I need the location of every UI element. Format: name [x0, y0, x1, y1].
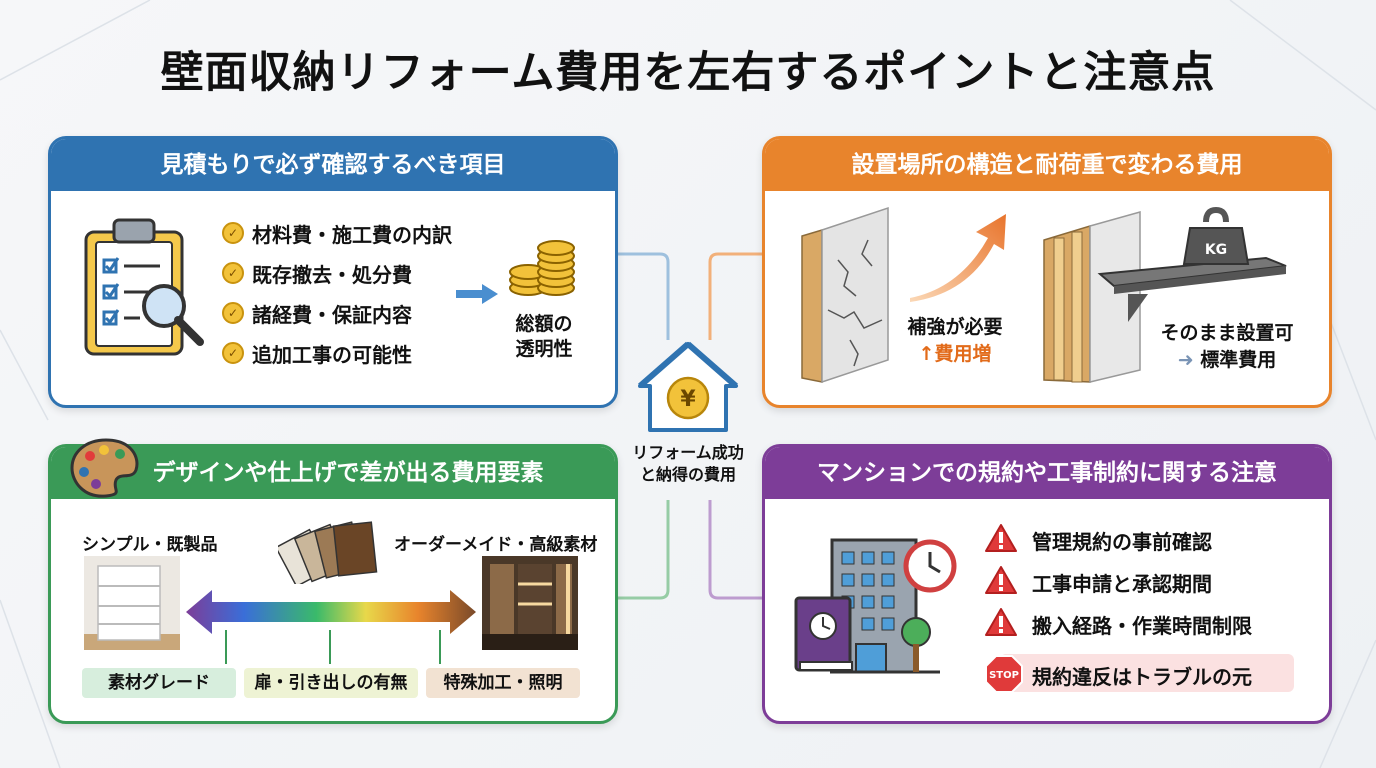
simple-shelf-icon	[84, 556, 180, 650]
weight-label: KG	[1205, 242, 1227, 258]
palette-icon	[70, 438, 139, 498]
estimate-item: 諸経費・保証内容	[252, 303, 412, 327]
cost-range-arrow-icon	[186, 590, 476, 634]
coins-icon	[509, 240, 575, 296]
no-reinforcement-label: そのまま設置可 ➜ 標準費用	[1132, 320, 1322, 374]
warning-icon	[985, 566, 1017, 594]
reinforcement-label: 補強が必要 ↑費用増	[892, 314, 1018, 368]
design-tag: 扉・引き出しの有無	[244, 668, 418, 698]
mansion-item: 搬入経路・作業時間制限	[1032, 614, 1252, 638]
no-reinforcement-line1: そのまま設置可	[1160, 322, 1294, 344]
warning-icon	[985, 608, 1017, 636]
design-panel-header: デザインや仕上げで差が出る費用要素	[51, 447, 615, 499]
transparency-line1: 総額の	[515, 313, 573, 335]
estimate-item: 材料費・施工費の内訳	[252, 223, 452, 247]
check-icon: ✓	[222, 262, 244, 284]
design-tag: 素材グレード	[82, 668, 236, 698]
transparency-line2: 透明性	[515, 338, 573, 360]
cost-increase-text: 費用増	[934, 343, 992, 365]
book-icon	[794, 596, 853, 672]
transparency-label: 総額の 透明性	[498, 312, 590, 362]
wood-samples-icon	[278, 521, 378, 584]
standard-cost-label: ➜ 標準費用	[1132, 347, 1322, 374]
custom-label: オーダーメイド・高級素材	[394, 535, 598, 555]
mansion-item: 工事申請と承認期間	[1032, 572, 1212, 596]
page-title: 壁面収納リフォーム費用を左右するポイントと注意点	[160, 48, 1216, 98]
check-icon: ✓	[222, 222, 244, 244]
mansion-panel-header: マンションでの規約や工事制約に関する注意	[765, 447, 1329, 499]
clipboard-icon	[84, 218, 204, 356]
stop-sign-icon: STOP	[985, 655, 1023, 693]
center-label-line1: リフォーム成功	[632, 443, 744, 462]
stop-warning-box	[1000, 654, 1294, 692]
cost-increase-label: ↑費用増	[892, 341, 1018, 368]
building-icon	[794, 538, 957, 674]
house-yen-icon: ¥	[638, 341, 738, 432]
warning-icon	[985, 524, 1017, 552]
center-label-line2: と納得の費用	[639, 465, 736, 484]
estimate-item: 既存撤去・処分費	[252, 263, 412, 287]
estimate-item: 追加工事の可能性	[252, 343, 412, 367]
solid-wall-shelf-icon: KG	[1043, 206, 1287, 383]
right-arrow-icon: ➜	[1177, 349, 1194, 371]
cracked-wall-icon	[801, 206, 889, 384]
mansion-item: 管理規約の事前確認	[1032, 530, 1212, 554]
reinforcement-line1: 補強が必要	[907, 316, 1003, 338]
estimate-panel-header: 見積もりで必ず確認するべき項目	[51, 139, 615, 191]
stop-sign-text: STOP	[989, 670, 1019, 681]
standard-cost-text: 標準費用	[1200, 349, 1277, 371]
clock-icon	[903, 539, 957, 593]
simple-label: シンプル・既製品	[82, 535, 218, 555]
arrow-right-icon	[456, 284, 498, 304]
check-icon: ✓	[222, 302, 244, 324]
custom-shelf-icon	[482, 556, 578, 650]
svg-text:¥: ¥	[680, 387, 696, 412]
check-icon: ✓	[222, 342, 244, 364]
kettlebell-icon: KG	[1182, 206, 1250, 265]
increase-arrow-icon	[910, 214, 1006, 302]
center-label: リフォーム成功 と納得の費用	[614, 442, 762, 486]
magnifier-icon	[142, 284, 204, 346]
tree-icon	[901, 617, 931, 672]
structure-panel-header: 設置場所の構造と耐荷重で変わる費用	[765, 139, 1329, 191]
up-arrow-icon: ↑	[918, 343, 935, 365]
stop-warning-text: 規約違反はトラブルの元	[1032, 665, 1252, 689]
design-tag: 特殊加工・照明	[426, 668, 580, 698]
